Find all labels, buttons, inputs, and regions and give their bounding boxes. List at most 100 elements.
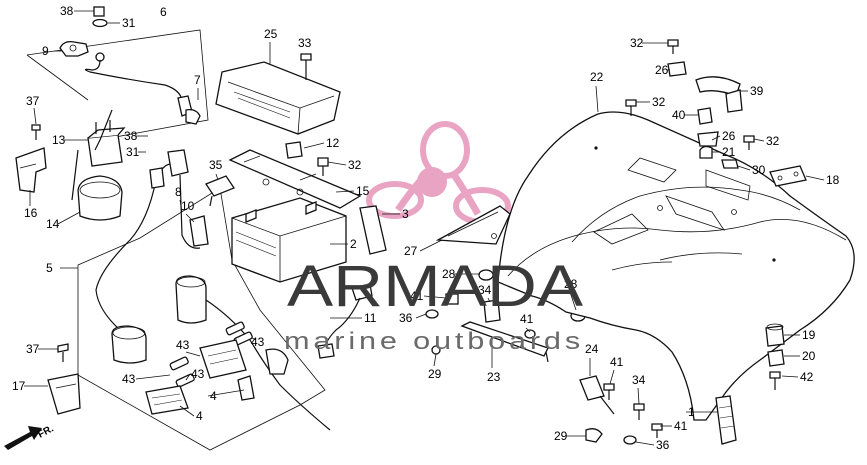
callout-29: 29 bbox=[554, 429, 568, 443]
stay-23 bbox=[460, 321, 549, 363]
leader-line-43 bbox=[135, 374, 171, 380]
callout-36: 36 bbox=[656, 438, 670, 452]
leader-line-10 bbox=[185, 213, 195, 223]
mount-hardware-right bbox=[765, 323, 785, 390]
leader-line-34 bbox=[637, 387, 640, 405]
leader-line-28 bbox=[569, 291, 577, 311]
callout-3: 3 bbox=[402, 207, 409, 221]
callout-21: 21 bbox=[722, 145, 736, 159]
leader-line-41 bbox=[609, 369, 615, 385]
bracket-24 bbox=[579, 375, 615, 415]
callout-41: 41 bbox=[610, 355, 624, 369]
callout-34: 34 bbox=[478, 283, 492, 297]
battery-cable bbox=[59, 40, 201, 125]
leader-line-41 bbox=[423, 295, 447, 299]
fuse-box-covers bbox=[145, 339, 289, 415]
watermark-brand: ARMADA bbox=[287, 254, 583, 319]
callout-38: 38 bbox=[60, 4, 74, 18]
callout-24: 24 bbox=[585, 342, 599, 356]
leader-line-22 bbox=[595, 85, 599, 113]
grab-handle-39 bbox=[695, 76, 743, 113]
callout-30: 30 bbox=[752, 163, 766, 177]
watermark-propeller-logo bbox=[366, 121, 511, 225]
callout-12: 12 bbox=[326, 136, 340, 150]
callout-9: 9 bbox=[42, 44, 49, 58]
callout-8: 8 bbox=[175, 185, 182, 199]
callout-6: 6 bbox=[160, 5, 167, 19]
callout-31: 31 bbox=[122, 16, 136, 30]
callout-16: 16 bbox=[24, 206, 38, 220]
bolt-33 bbox=[300, 53, 312, 80]
callout-43: 43 bbox=[176, 338, 190, 352]
callout-25: 25 bbox=[264, 27, 278, 41]
mudflap-1 bbox=[715, 395, 737, 445]
leader-line-32 bbox=[753, 138, 765, 142]
callout-1: 1 bbox=[688, 405, 695, 419]
leader-line-36 bbox=[415, 313, 427, 319]
fastener-38-31-top bbox=[92, 6, 108, 28]
leader-line-4 bbox=[207, 389, 245, 397]
callout-29: 29 bbox=[428, 367, 442, 381]
leader-line-30 bbox=[737, 165, 751, 171]
callout-43: 43 bbox=[251, 335, 265, 349]
callout-4: 4 bbox=[210, 389, 217, 403]
callout-labels: 1234456789101112131415161718192021222324… bbox=[12, 4, 840, 452]
battery-band bbox=[317, 283, 373, 359]
clips-upper-right bbox=[625, 39, 755, 169]
callout-35: 35 bbox=[209, 158, 223, 172]
relay-holder bbox=[77, 175, 123, 221]
battery bbox=[231, 197, 347, 283]
main-wire-harness bbox=[95, 149, 209, 331]
callout-4: 4 bbox=[196, 409, 203, 423]
leader-lines bbox=[24, 10, 825, 446]
leader-line-14 bbox=[57, 211, 81, 225]
leader-line-43 bbox=[185, 351, 201, 357]
callout-43: 43 bbox=[122, 372, 136, 386]
leader-line-37 bbox=[33, 107, 37, 125]
callout-33: 33 bbox=[298, 36, 312, 50]
leader-line-18 bbox=[805, 175, 825, 181]
battery-cover bbox=[215, 61, 341, 135]
leader-line-32 bbox=[327, 161, 347, 166]
callout-43: 43 bbox=[191, 367, 205, 381]
callout-41: 41 bbox=[520, 312, 534, 326]
callout-41: 41 bbox=[674, 419, 688, 433]
leader-line-36 bbox=[635, 441, 655, 446]
leader-line-4 bbox=[179, 405, 195, 417]
callout-20: 20 bbox=[802, 349, 816, 363]
leader-line-34 bbox=[487, 297, 491, 303]
callout-32: 32 bbox=[766, 134, 780, 148]
fuse-holder bbox=[111, 275, 331, 431]
callout-31: 31 bbox=[126, 145, 140, 159]
leader-line-41 bbox=[525, 327, 531, 333]
fasteners-lower-center bbox=[585, 403, 663, 445]
callout-11: 11 bbox=[364, 311, 377, 325]
harness-group-outline bbox=[26, 29, 326, 451]
front-direction-label: FR. bbox=[36, 423, 56, 440]
callout-39: 39 bbox=[750, 84, 764, 98]
leader-line-43 bbox=[251, 337, 257, 341]
callout-36: 36 bbox=[399, 311, 413, 325]
callout-26: 26 bbox=[722, 129, 736, 143]
callout-41: 41 bbox=[410, 289, 424, 303]
callout-5: 5 bbox=[46, 261, 53, 275]
clip-35 bbox=[205, 175, 235, 207]
callout-2: 2 bbox=[350, 237, 357, 251]
callout-26: 26 bbox=[655, 63, 669, 77]
rubber-pad bbox=[359, 205, 387, 255]
callout-42: 42 bbox=[800, 370, 814, 384]
bolt-32-holder bbox=[317, 157, 329, 176]
callout-23: 23 bbox=[487, 370, 501, 384]
callout-14: 14 bbox=[46, 217, 60, 231]
rear-fender bbox=[497, 111, 855, 421]
callout-18: 18 bbox=[826, 173, 840, 187]
leader-line-15 bbox=[335, 190, 355, 193]
leader-line-29 bbox=[433, 353, 437, 367]
callout-32: 32 bbox=[652, 95, 666, 109]
callout-28: 28 bbox=[564, 277, 578, 291]
leader-line-12 bbox=[303, 142, 325, 149]
callout-37: 37 bbox=[26, 342, 40, 356]
callout-10: 10 bbox=[181, 199, 195, 213]
